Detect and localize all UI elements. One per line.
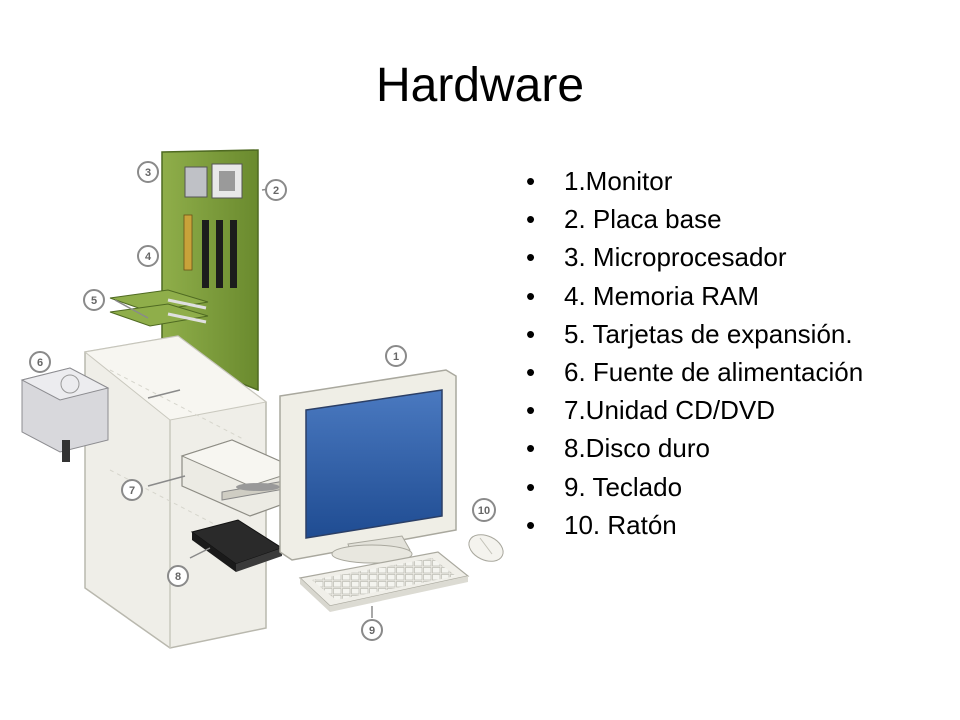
svg-text:9: 9 bbox=[369, 625, 375, 637]
power-supply bbox=[20, 367, 110, 462]
svg-text:2: 2 bbox=[273, 185, 279, 197]
monitor bbox=[279, 369, 457, 564]
callout-9: 9 bbox=[361, 619, 383, 641]
list-item: 9. Teclado bbox=[524, 468, 863, 506]
callout-4: 4 bbox=[137, 245, 159, 267]
list-item: 3. Microprocesador bbox=[524, 238, 863, 276]
expansion-cards bbox=[109, 289, 209, 327]
svg-text:8: 8 bbox=[175, 571, 181, 583]
motherboard bbox=[161, 149, 259, 392]
list-item: 7.Unidad CD/DVD bbox=[524, 391, 863, 429]
keyboard bbox=[298, 551, 470, 612]
list-item: 2. Placa base bbox=[524, 200, 863, 238]
svg-text:6: 6 bbox=[37, 357, 43, 369]
svg-text:3: 3 bbox=[145, 167, 151, 179]
callout-10: 10 bbox=[472, 498, 496, 522]
callout-3: 3 bbox=[137, 161, 159, 183]
callout-5: 5 bbox=[83, 289, 105, 311]
list-item: 10. Ratón bbox=[524, 506, 863, 544]
hard-drive bbox=[190, 519, 284, 572]
callout-8: 8 bbox=[167, 565, 189, 587]
callout-6: 6 bbox=[29, 351, 51, 373]
callout-1: 1 bbox=[385, 345, 407, 367]
list-item: 1.Monitor bbox=[524, 162, 863, 200]
svg-text:7: 7 bbox=[129, 485, 135, 497]
list-item: 6. Fuente de alimentación bbox=[524, 353, 863, 391]
slide-title: Hardware bbox=[375, 59, 585, 112]
hardware-components-list: 1.Monitor 2. Placa base 3. Microprocesad… bbox=[524, 162, 863, 544]
callout-7: 7 bbox=[121, 479, 143, 501]
svg-text:1: 1 bbox=[393, 351, 399, 363]
list-item: 4. Memoria RAM bbox=[524, 277, 863, 315]
list-item: 5. Tarjetas de expansión. bbox=[524, 315, 863, 353]
mouse bbox=[468, 534, 504, 562]
svg-text:10: 10 bbox=[478, 505, 490, 517]
list-item: 8.Disco duro bbox=[524, 429, 863, 467]
callout-2: 2 bbox=[265, 179, 287, 201]
svg-text:4: 4 bbox=[145, 251, 152, 263]
computer-case bbox=[83, 335, 268, 649]
svg-text:5: 5 bbox=[91, 295, 97, 307]
computer-hardware-illustration: 3 2 4 5 6 1 7 10 8 9 bbox=[20, 149, 504, 649]
